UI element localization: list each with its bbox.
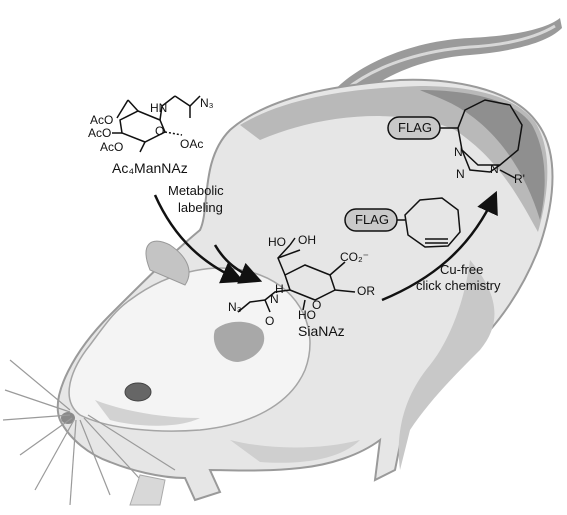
click-label-2: click chemistry	[416, 278, 501, 293]
triazole-n-label-1: N	[454, 145, 463, 159]
ac4mannaz-name: Ac₄ManNAz	[112, 160, 188, 176]
click-label-1: Cu-free	[440, 262, 483, 277]
metabolic-label-1: Metabolic	[168, 183, 224, 198]
triazole-n-label-2: N	[456, 167, 465, 181]
sia-n-label: N	[270, 292, 279, 306]
rat-front-paw	[130, 475, 165, 505]
product-flag-label: FLAG	[398, 120, 432, 135]
metabolic-label-2: labeling	[178, 200, 223, 215]
sia-n3-label: N₃	[228, 300, 242, 314]
sia-ho-label-2: HO	[298, 308, 316, 322]
sia-ho-label-1: HO	[268, 235, 286, 249]
sia-carbonyl-o-label: O	[265, 314, 274, 328]
triazole-r-label: R'	[514, 172, 525, 186]
oac-label: OAc	[180, 137, 203, 151]
sia-co2-label: CO₂⁻	[340, 250, 369, 264]
rat-eye	[125, 383, 151, 401]
aco-label-3: AcO	[100, 140, 123, 154]
n3-label: N₃	[200, 96, 214, 110]
sia-oh-label: OH	[298, 233, 316, 247]
nh-label: HN	[150, 101, 167, 115]
probe-flag-label: FLAG	[355, 212, 389, 227]
ring-o-label: O	[155, 124, 164, 138]
sia-or-label: OR	[357, 284, 375, 298]
triazole-n-label-3: N	[490, 162, 499, 176]
aco-label-2: AcO	[88, 126, 111, 140]
sianaz-name: SiaNAz	[298, 323, 345, 339]
aco-label-1: AcO	[90, 113, 113, 127]
